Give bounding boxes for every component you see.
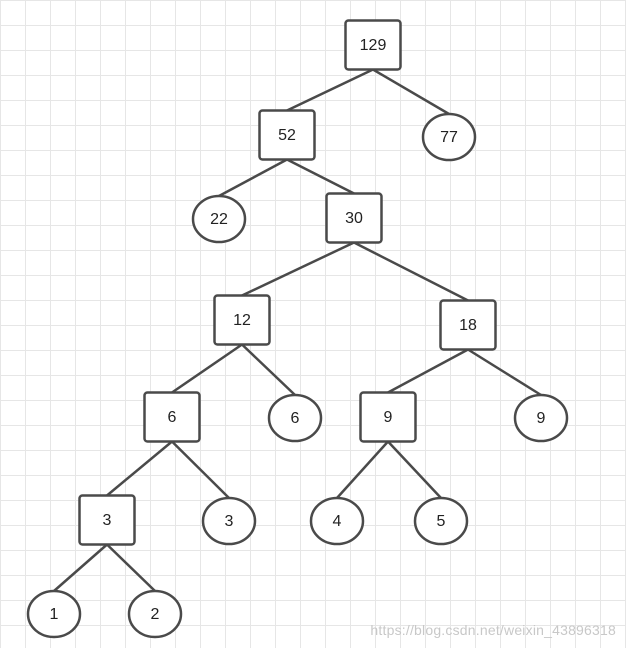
node-box (344, 19, 402, 71)
node-value: 3 (225, 513, 234, 530)
node-value: 22 (210, 211, 228, 228)
leaf-node-1: 1 (26, 589, 82, 639)
node-value: 77 (440, 129, 458, 146)
edge-12-to-6 (171, 343, 243, 394)
leaf-node-6: 6 (267, 393, 323, 443)
node-ellipse (421, 112, 477, 162)
internal-node-12: 12 (213, 294, 271, 346)
node-value: 4 (333, 513, 342, 530)
node-value: 6 (168, 409, 177, 426)
edge-18-to-9 (387, 348, 469, 394)
node-value: 129 (360, 37, 387, 54)
node-value: 30 (345, 210, 363, 227)
node-value: 1 (50, 606, 59, 623)
leaf-node-77: 77 (421, 112, 477, 162)
node-value: 6 (291, 410, 300, 427)
node-value: 2 (151, 606, 160, 623)
node-value: 5 (437, 513, 446, 530)
node-box (213, 294, 271, 346)
edge-30-to-12 (241, 241, 355, 297)
leaf-node-9: 9 (513, 393, 569, 443)
node-value: 18 (459, 317, 477, 334)
leaf-node-3: 3 (201, 496, 257, 546)
node-value: 9 (537, 410, 546, 427)
node-ellipse (201, 496, 257, 546)
edge-12-to-6 (241, 343, 296, 396)
leaf-node-4: 4 (309, 496, 365, 546)
leaf-node-22: 22 (191, 194, 247, 244)
edge-30-to-18 (353, 241, 469, 302)
internal-node-18: 18 (439, 299, 497, 351)
node-box (78, 494, 136, 546)
edge-18-to-9 (467, 348, 542, 397)
node-ellipse (127, 589, 183, 639)
node-ellipse (513, 393, 569, 443)
internal-node-3: 3 (78, 494, 136, 546)
internal-node-30: 30 (325, 192, 383, 244)
node-ellipse (26, 589, 82, 639)
internal-node-129: 129 (344, 19, 402, 71)
edge-52-to-22 (218, 158, 288, 198)
leaf-node-5: 5 (413, 496, 469, 546)
leaf-node-2: 2 (127, 589, 183, 639)
edge-9-to-4 (336, 440, 389, 499)
edge-129-to-52 (286, 68, 374, 112)
edge-6-to-3 (106, 440, 173, 497)
node-value: 3 (103, 512, 112, 529)
node-ellipse (309, 496, 365, 546)
node-box (143, 391, 201, 443)
watermark-text: https://blog.csdn.net/weixin_43896318 (370, 622, 616, 638)
edge-129-to-77 (372, 68, 450, 116)
node-box (439, 299, 497, 351)
internal-node-52: 52 (258, 109, 316, 161)
node-value: 9 (384, 409, 393, 426)
edge-3-to-2 (106, 543, 156, 592)
node-value: 52 (278, 127, 296, 144)
edge-52-to-30 (286, 158, 355, 195)
edge-3-to-1 (53, 543, 108, 592)
edge-9-to-5 (387, 440, 442, 499)
edges-layer (53, 68, 542, 592)
node-value: 12 (233, 312, 251, 329)
node-ellipse (191, 194, 247, 244)
edge-6-to-3 (171, 440, 230, 499)
internal-node-6: 6 (143, 391, 201, 443)
node-box (325, 192, 383, 244)
node-ellipse (267, 393, 323, 443)
node-ellipse (413, 496, 469, 546)
internal-node-9: 9 (359, 391, 417, 443)
node-box (258, 109, 316, 161)
node-box (359, 391, 417, 443)
